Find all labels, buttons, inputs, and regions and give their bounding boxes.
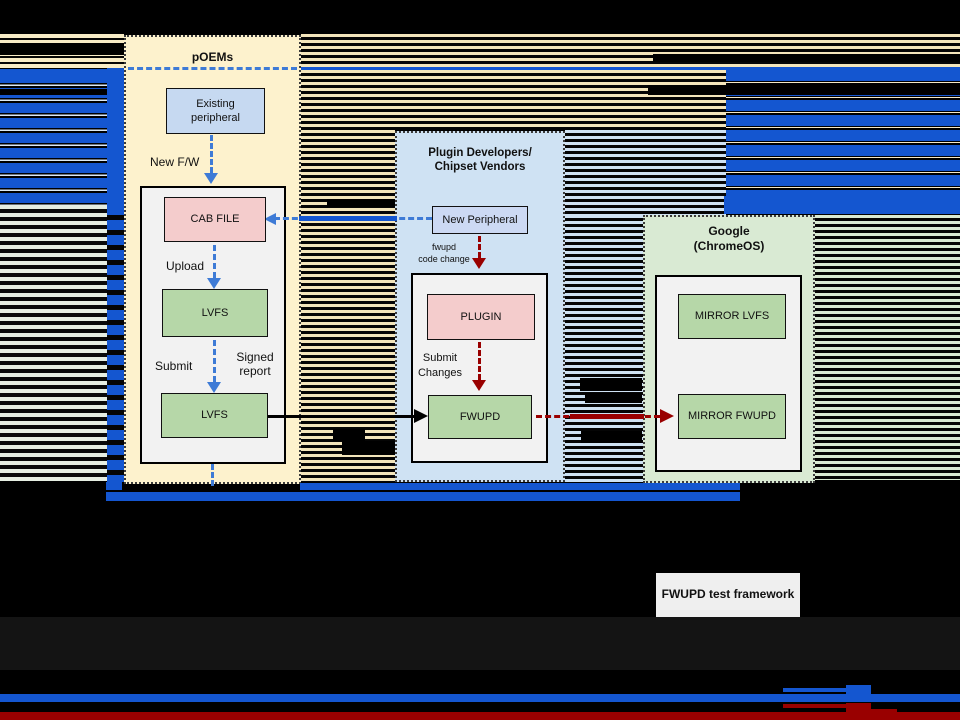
arrow-codechange-head [472, 258, 486, 269]
glitch-blue-bar-a [300, 483, 740, 490]
poems-dashed-divider [128, 67, 297, 70]
arrow-poems-bottom-dashes [211, 464, 214, 486]
lvfs-lower-box: LVFS [161, 393, 268, 438]
arrow-submit-line [213, 340, 216, 382]
arrow-lvfs-fwupd-head [414, 409, 428, 423]
glitch-blue-line-left [0, 69, 107, 73]
glitch-red-block-br [846, 703, 871, 713]
glitch-blob-4a [333, 429, 365, 441]
glitch-dark-band [0, 617, 960, 670]
arrow-newfw-head [204, 173, 218, 184]
arrow-lvfs-fwupd-line [268, 415, 414, 418]
arrow-newfw-line [210, 135, 213, 173]
glitch-blue-column-dashed [107, 205, 124, 482]
glitch-blob-4b [342, 441, 396, 455]
glitch-blue-column-solid [107, 68, 124, 205]
glitch-blob-2 [648, 85, 960, 95]
glitch-red-bar-bottom [0, 712, 960, 720]
glitch-blob-3 [327, 199, 396, 207]
arrow-newperipheral-glitch-solid [299, 216, 397, 221]
fwupd-box: FWUPD [428, 395, 532, 439]
upload-label: Upload [166, 259, 205, 273]
glitch-stripes-mid [301, 70, 726, 130]
glitch-red-thin2-br [871, 709, 897, 712]
arrow-upload-head [207, 278, 221, 289]
existing-peripheral-box: Existing peripheral [166, 88, 265, 134]
arrow-fwupd-mirror-glitch-solid [570, 414, 644, 419]
glitch-blob-5b [585, 393, 642, 403]
arrow-upload-line [213, 245, 216, 278]
glitch-stripes-lightblue-upper [565, 130, 726, 215]
glitch-blue-bar-b [106, 492, 740, 501]
glitch-stripes-green-right [815, 215, 960, 480]
submit-label: Submit [155, 359, 193, 373]
glitch-red-thin-br [783, 704, 846, 708]
glitch-blue-thin-br [783, 688, 846, 692]
glitch-blue-block-br [846, 685, 871, 695]
cab-file-box: CAB FILE [164, 197, 266, 242]
arrow-fwupd-mirror-head [660, 409, 674, 423]
fwupd-code-change-label: fwupd code change [418, 242, 470, 265]
glitch-blue-bar-bottom [0, 694, 960, 702]
signed-report-label: Signed report [236, 350, 274, 378]
glitch-stripes-green-left [0, 205, 107, 481]
glitch-blue-block-a [106, 482, 122, 490]
arrow-codechange-line [478, 236, 481, 258]
glitch-stripes-blue-left [0, 73, 107, 205]
plugin-developers-title: Plugin Developers/ Chipset Vendors [428, 147, 532, 174]
google-title: Google (ChromeOS) [693, 224, 765, 253]
glitch-blob-5a [580, 378, 642, 391]
fwupd-test-framework-box: FWUPD test framework [656, 573, 800, 617]
lvfs-upper-box: LVFS [162, 289, 268, 337]
new-peripheral-box: New Peripheral [432, 206, 528, 234]
plugin-box: PLUGIN [427, 294, 535, 340]
arrow-submitchanges-line [478, 342, 481, 380]
mirror-fwupd-box: MIRROR FWUPD [678, 394, 786, 439]
mirror-lvfs-box: MIRROR LVFS [678, 294, 786, 339]
glitch-blue-line-top [301, 67, 960, 70]
glitch-blob-1 [653, 54, 960, 62]
arrow-submit-head [207, 382, 221, 393]
glitch-blue-bar-right [724, 196, 960, 214]
submit-changes-label: Submit Changes [417, 352, 463, 379]
glitch-stripes-gap-1 [301, 130, 395, 482]
glitch-black-notch-top-left [0, 43, 124, 55]
arrow-submitchanges-head [472, 380, 486, 391]
glitch-black-line-left [0, 89, 107, 95]
new-fw-label: New F/W [150, 155, 200, 169]
poems-title: pOEMs [191, 50, 234, 64]
glitch-stripes-top-right [301, 34, 960, 67]
glitch-blob-5c [581, 431, 642, 443]
arrow-newperipheral-head [264, 213, 276, 225]
